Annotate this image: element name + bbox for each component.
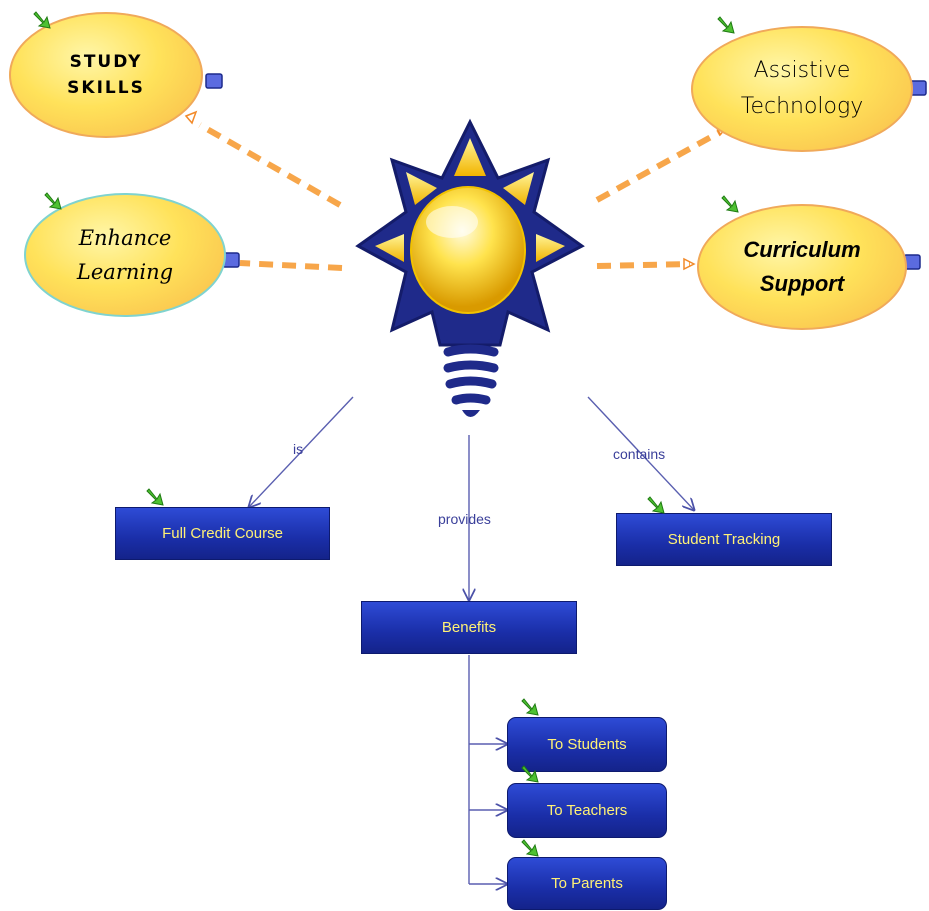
dashed-links xyxy=(198,122,722,271)
curriculum-support-marker-icon xyxy=(683,257,696,271)
link-assistive-technology xyxy=(595,129,722,203)
box-student-tracking[interactable]: Student Tracking xyxy=(616,513,832,566)
link-label-provides: provides xyxy=(438,511,491,527)
link-curriculum-support xyxy=(596,261,691,269)
box-to-students[interactable]: To Students xyxy=(507,717,667,772)
box-to-students-label: To Students xyxy=(547,736,627,753)
box-full-credit-course[interactable]: Full Credit Course xyxy=(115,507,330,560)
link-study-skills xyxy=(198,122,342,208)
box-to-teachers-label: To Teachers xyxy=(546,802,628,819)
idea-enhance-learning-label: Enhance Learning xyxy=(76,226,174,284)
link-label-is: is xyxy=(293,441,304,457)
box-to-parents[interactable]: To Parents xyxy=(507,857,667,910)
box-to-parents-label: To Parents xyxy=(551,875,623,892)
box-benefits-label: Benefits xyxy=(441,619,497,636)
idea-assistive-technology-label: Assistive Technology xyxy=(740,58,864,119)
idea-curriculum-support-label: Curriculum Support xyxy=(743,237,861,296)
box-full-credit-course-label: Full Credit Course xyxy=(162,525,283,542)
idea-study-skills-label: STUDY SKILLS xyxy=(67,52,145,98)
bulb-icon[interactable] xyxy=(355,118,585,417)
idea-curriculum-support[interactable]: Curriculum Support xyxy=(697,204,907,330)
connector-contains xyxy=(587,396,694,510)
link-label-contains: contains xyxy=(613,446,666,462)
box-to-teachers[interactable]: To Teachers xyxy=(507,783,667,838)
study-skills-marker-icon xyxy=(184,110,198,125)
connector-lines xyxy=(249,396,694,884)
box-benefits[interactable]: Benefits xyxy=(361,601,577,654)
connector-is xyxy=(249,396,354,507)
link-enhance-learning xyxy=(239,260,343,271)
idea-study-skills[interactable]: STUDY SKILLS xyxy=(9,12,203,138)
note-icons xyxy=(205,73,927,270)
idea-assistive-technology[interactable]: Assistive Technology xyxy=(691,26,913,152)
note-icon[interactable] xyxy=(205,73,223,89)
box-student-tracking-label: Student Tracking xyxy=(667,531,781,548)
idea-enhance-learning[interactable]: Enhance Learning xyxy=(24,193,226,317)
